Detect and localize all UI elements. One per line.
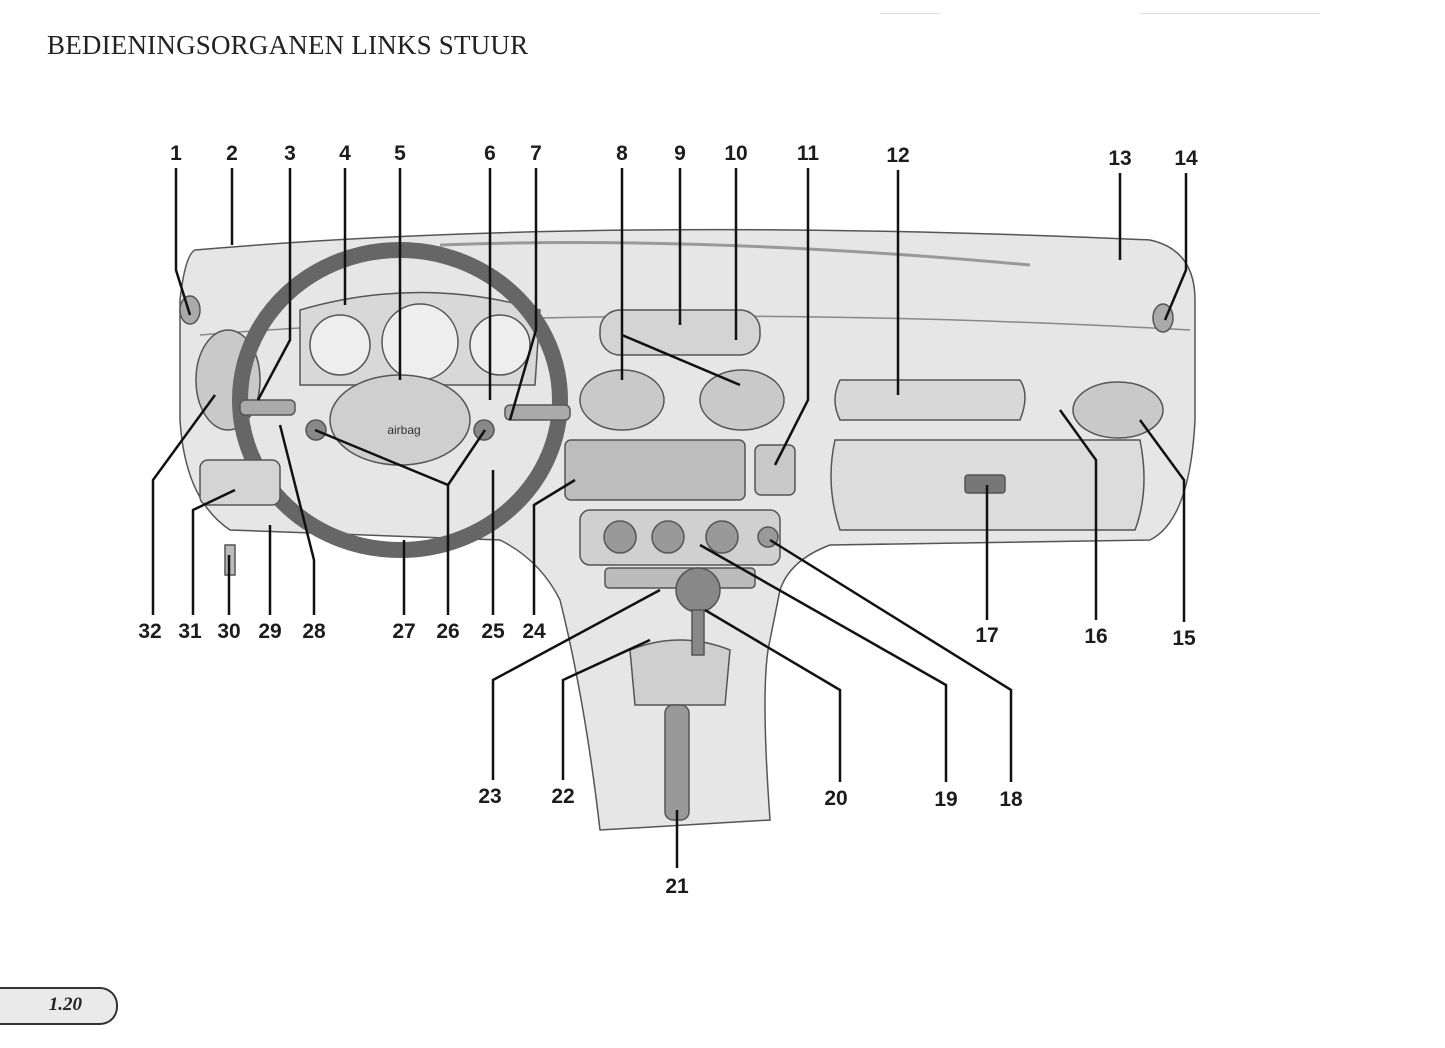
leader-line-18 [769,538,1013,782]
leader-line-23 [491,588,661,780]
callout-number: 28 [302,620,326,643]
leader-line-31 [191,488,236,615]
page-title: BEDIENINGSORGANEN LINKS STUUR [47,30,529,60]
callout-number: 16 [1084,625,1107,648]
top-shelf [439,241,1031,267]
callout-number: 3 [284,142,296,165]
gear-knob [675,567,721,613]
left-switch-panel [199,459,281,506]
handbrake [664,704,690,821]
glovebox-handle [964,474,1006,494]
center-vent-right [699,369,785,431]
gear-shaft [691,609,705,656]
airbag-hub [329,374,471,466]
callout-number: 23 [478,785,501,808]
callout-number: 4 [339,142,351,165]
leader-line-28 [278,424,316,615]
leader-line-15 [1138,419,1186,622]
right-side-vent [1072,381,1164,439]
callout-number: 18 [999,788,1023,811]
callout-number: 20 [824,787,847,810]
leader-line-20 [704,608,842,782]
wiper-stalk [504,404,571,421]
callout-number: 27 [392,620,415,643]
leader-line-16 [1058,409,1098,620]
callout-number: 15 [1172,627,1196,650]
leader-lines [151,168,1188,868]
leader-line-26 [446,429,487,486]
callout-number: 31 [178,620,202,643]
callout-number: 6 [484,142,496,165]
leader-line-22 [561,638,651,780]
callout-number: 2 [226,142,238,165]
callout-number: 1 [170,142,182,165]
callout-number: 5 [394,142,406,165]
callout-number: 19 [934,788,957,811]
scan-line [880,13,940,14]
callout-number: 8 [616,142,628,165]
window-switch [754,444,796,496]
callout-number: 12 [886,144,909,167]
leader-line-8 [621,333,741,387]
radio [564,439,746,501]
leader-line-32 [151,394,217,615]
leader-line-3 [256,168,292,401]
leader-line-14 [1163,173,1188,321]
page-number-tab: 1.20 [0,987,118,1025]
callout-number: 17 [975,624,998,647]
airbag-label: airbag [387,423,420,437]
page-number: 1.20 [48,994,82,1015]
leader-line-24 [532,478,576,615]
callout-number: 14 [1174,147,1198,170]
light-stalk [239,399,296,416]
scan-line [1140,13,1320,14]
leader-line-7 [508,168,538,421]
callout-number: 32 [138,620,161,643]
callout-number: 13 [1108,147,1131,170]
leader-line-1 [174,168,192,316]
callout-number: 30 [217,620,240,643]
leader-line-19 [699,543,948,782]
leader-line-11 [773,168,810,466]
left-small-vent [179,295,201,325]
callout-number: 7 [530,142,542,165]
gear-boot [629,639,731,706]
callout-number: 9 [674,142,686,165]
dashboard-drawing [179,228,1196,831]
callout-number: 11 [797,142,820,165]
callout-number: 25 [481,620,505,643]
callout-number: 22 [551,785,574,808]
callout-number: 10 [724,142,747,165]
callout-number: 26 [436,620,459,643]
callout-number: 24 [522,620,546,643]
callout-number: 21 [665,875,689,898]
callout-number: 29 [258,620,281,643]
glovebox-shelf [834,379,1026,421]
